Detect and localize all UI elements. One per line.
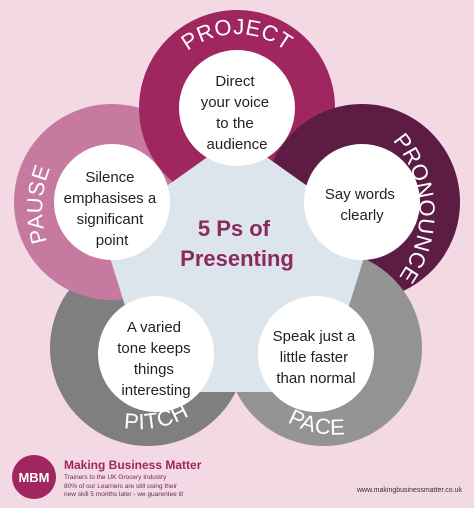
pause-inner-circle [54,144,170,260]
pitch-text: A varied tone keeps things interesting [117,319,195,399]
claim-line-1: 80% of our Learners are still using thei… [64,483,178,490]
claim-line-2: new skill 5 months later - we guarentee … [64,491,184,498]
pronounce-inner-circle [304,144,420,260]
inner-circles [54,50,420,412]
center-title: 5 Ps of Presenting [180,216,294,271]
pronounce-text: Say words clearly [325,186,399,224]
pace-inner-circle [258,296,374,412]
project-text: Direct your voice to the audience [201,73,274,153]
pause-text: Silence emphasises a significant point [64,169,161,249]
pace-text: Speak just a little faster than normal [273,328,360,387]
website-url: www.makingbusinessmatter.co.uk [356,487,462,494]
project-inner-circle [179,50,295,166]
mbm-logo: MBM [12,455,56,499]
company-name: Making Business Matter [64,458,202,472]
company-tagline: Trainers to the UK Grocery Industry [64,474,167,481]
pitch-inner-circle [98,296,214,412]
